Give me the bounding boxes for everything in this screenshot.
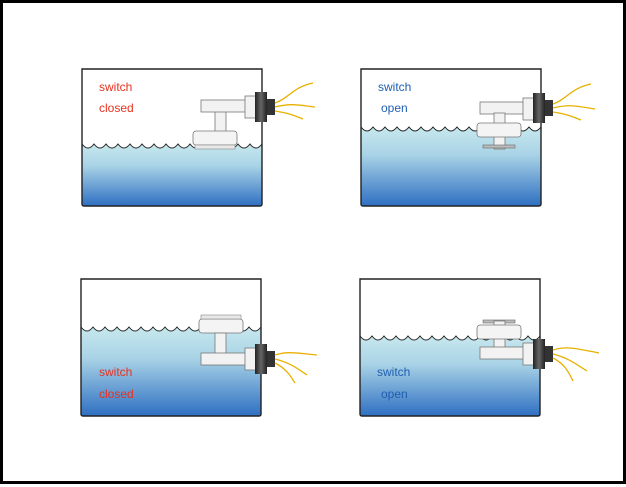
- mount-nut: [533, 339, 545, 369]
- mount-nut: [255, 344, 267, 374]
- wire: [552, 353, 588, 372]
- switch-float: [476, 122, 522, 138]
- thread: [545, 100, 553, 116]
- switch-body: [244, 95, 257, 119]
- tank-outline: [80, 278, 262, 417]
- wire: [552, 105, 596, 110]
- mount-nut: [255, 92, 267, 122]
- thread: [267, 99, 275, 115]
- wire: [552, 111, 582, 121]
- wire: [552, 357, 574, 382]
- wire: [274, 82, 314, 104]
- water-body: [82, 144, 262, 206]
- float-rim: [194, 144, 236, 150]
- switch-state-label-line2: closed: [99, 101, 134, 115]
- panel-top-left: switch closed: [81, 68, 316, 207]
- switch-body: [522, 97, 535, 121]
- switch-state-label-line2: open: [381, 387, 408, 401]
- wire: [274, 358, 308, 376]
- switch-state-label-line1: switch: [99, 80, 132, 94]
- switch-float: [198, 318, 244, 334]
- switch-state-label-line2: open: [381, 101, 408, 115]
- panel-bottom-right: switch open: [359, 278, 600, 417]
- switch-arm: [200, 99, 247, 113]
- wire: [552, 347, 600, 354]
- tank-outline: [360, 68, 542, 207]
- wire: [274, 362, 296, 384]
- switch-body: [244, 347, 257, 371]
- panel-top-right: switch open: [360, 68, 596, 207]
- wire: [274, 352, 318, 356]
- switch-state-label-line1: switch: [378, 80, 411, 94]
- switch-state-label-line1: switch: [99, 365, 132, 379]
- wire: [274, 110, 304, 120]
- switch-state-label-line2: closed: [99, 387, 134, 401]
- float-switch-diagram: switch closed switch open switch: [80, 68, 600, 417]
- panel-bottom-left: switch closed: [80, 278, 318, 417]
- float-rim: [200, 314, 242, 320]
- switch-arm: [200, 352, 247, 366]
- switch-arm: [479, 101, 525, 115]
- mount-nut: [533, 93, 545, 123]
- wire: [274, 104, 316, 108]
- water-body: [361, 127, 541, 206]
- switch-stem: [214, 332, 227, 356]
- stop-collar: [482, 144, 516, 149]
- switch-state-label-line1: switch: [377, 365, 410, 379]
- switch-arm: [479, 346, 525, 360]
- tank-outline: [81, 68, 263, 207]
- thread: [545, 346, 553, 362]
- water-surface: [359, 335, 541, 341]
- switch-float: [476, 324, 522, 340]
- thread: [267, 351, 275, 367]
- tank-outline: [359, 278, 541, 417]
- switch-float: [192, 130, 238, 146]
- switch-body: [522, 342, 535, 366]
- wire: [552, 83, 592, 105]
